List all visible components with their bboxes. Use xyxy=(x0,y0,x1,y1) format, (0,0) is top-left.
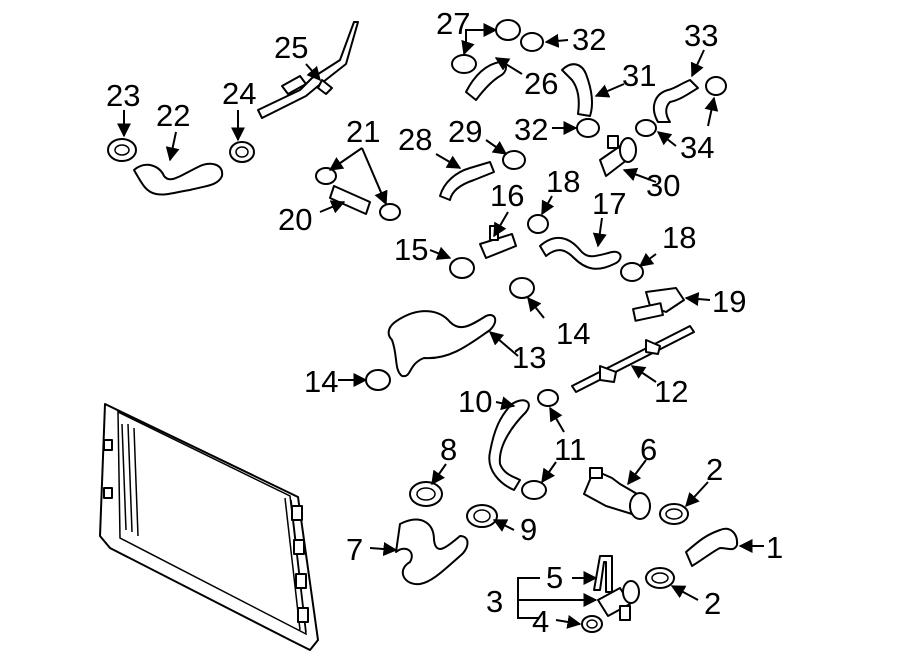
callout-26: 26 xyxy=(524,66,558,101)
clamp-11b xyxy=(521,480,547,500)
callout-20: 20 xyxy=(278,202,312,237)
callout-4: 4 xyxy=(532,604,549,639)
callout-30: 30 xyxy=(646,168,680,203)
callout-6: 6 xyxy=(640,432,657,467)
callout-1: 1 xyxy=(766,530,783,565)
clamp-34a xyxy=(705,76,727,96)
hose-17 xyxy=(539,236,622,270)
clamp-2a xyxy=(659,503,689,525)
callout-3: 3 xyxy=(486,584,503,619)
callout-8: 8 xyxy=(440,432,457,467)
clamp-8 xyxy=(409,481,443,507)
callout-10: 10 xyxy=(458,384,492,419)
hose-7 xyxy=(395,518,469,586)
clamp-11a xyxy=(537,389,559,407)
clamp-24 xyxy=(229,141,255,163)
callout-15: 15 xyxy=(394,232,428,267)
callout-32a: 32 xyxy=(572,22,606,57)
clamp-32b xyxy=(576,118,600,138)
callout-9: 9 xyxy=(520,512,537,547)
callout-18a: 18 xyxy=(546,164,580,199)
callout-28: 28 xyxy=(398,122,432,157)
callout-33: 33 xyxy=(684,18,718,53)
o-ring-4 xyxy=(581,615,603,633)
hose-22 xyxy=(133,162,224,196)
clamp-14b xyxy=(509,277,535,299)
hose-1 xyxy=(685,527,739,567)
clamp-27a xyxy=(495,19,521,41)
hose-31 xyxy=(561,63,594,117)
pump-19 xyxy=(632,287,685,322)
callout-7: 7 xyxy=(346,532,363,567)
clamp-27b xyxy=(451,54,477,74)
clamp-34b xyxy=(635,119,657,137)
clamp-21a xyxy=(315,167,337,185)
bracket-5 xyxy=(593,555,613,593)
callout-17: 17 xyxy=(592,186,626,221)
clamp-14a xyxy=(365,369,391,391)
clamp-32a xyxy=(520,32,544,52)
hose-33 xyxy=(652,79,699,123)
callout-13: 13 xyxy=(512,340,546,375)
fitting-30 xyxy=(599,135,637,177)
callout-12: 12 xyxy=(654,374,688,409)
hose-13 xyxy=(387,310,497,378)
callout-19: 19 xyxy=(712,284,746,319)
callout-16: 16 xyxy=(490,178,524,213)
callout-14a: 14 xyxy=(304,364,338,399)
clamp-29 xyxy=(502,150,526,170)
clamp-9 xyxy=(466,504,498,528)
callout-2a: 2 xyxy=(706,452,723,487)
clamp-18a xyxy=(527,214,549,234)
callout-22: 22 xyxy=(156,98,190,133)
pipe-25 xyxy=(257,21,359,119)
callout-14b: 14 xyxy=(556,316,590,351)
tube-20 xyxy=(329,185,371,215)
hose-28 xyxy=(439,161,495,201)
clamp-23 xyxy=(107,138,137,162)
callout-2b: 2 xyxy=(704,586,721,621)
callout-labels: 1 2 2 3 4 5 6 7 8 9 10 11 12 13 14 14 15… xyxy=(106,6,783,639)
callout-34: 34 xyxy=(680,130,714,165)
pipe-12 xyxy=(571,325,695,393)
hose-10 xyxy=(488,399,530,491)
clamp-2b xyxy=(645,567,675,589)
flange-3 xyxy=(597,580,640,621)
callout-21: 21 xyxy=(346,114,380,149)
leader-lines xyxy=(117,23,764,629)
callout-29: 29 xyxy=(448,114,482,149)
clamp-18b xyxy=(620,262,644,282)
housing-6 xyxy=(583,467,651,520)
callout-23: 23 xyxy=(106,78,140,113)
callout-18b: 18 xyxy=(662,220,696,255)
radiator xyxy=(99,403,319,651)
callout-11: 11 xyxy=(554,432,586,467)
callout-32b: 32 xyxy=(514,112,548,147)
clamp-21b xyxy=(379,203,401,221)
callout-25: 25 xyxy=(274,30,308,65)
callout-31: 31 xyxy=(622,58,656,93)
callout-5: 5 xyxy=(546,560,563,595)
clamp-15 xyxy=(449,257,475,279)
callout-24: 24 xyxy=(222,76,256,111)
callout-27: 27 xyxy=(436,6,470,41)
